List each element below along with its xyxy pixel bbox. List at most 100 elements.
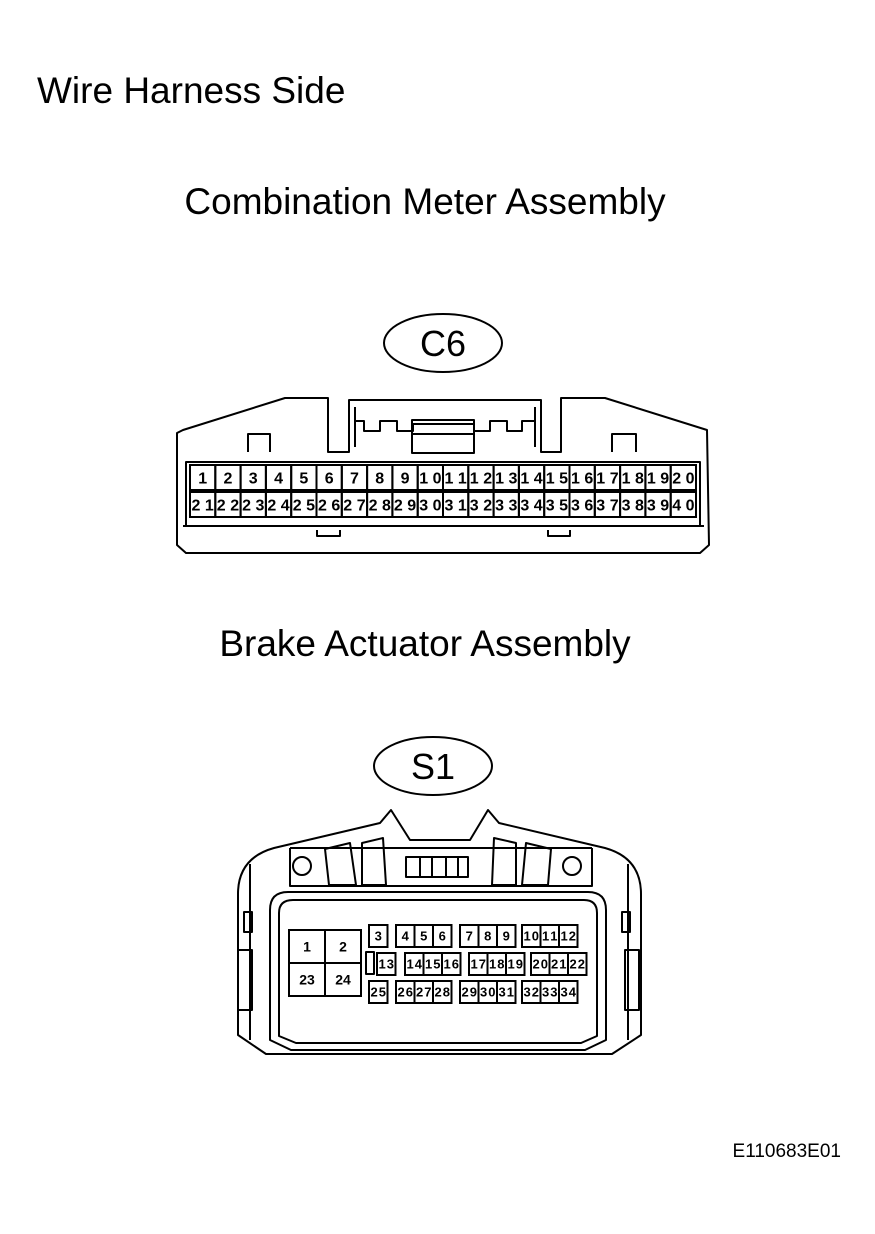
pin-number: 14: [520, 470, 542, 487]
pin-number: 8: [484, 929, 491, 944]
pin-number: 27: [416, 985, 432, 1000]
pin-number: 31: [445, 497, 467, 514]
connector-pin: 9: [496, 924, 517, 948]
pin-number: 3: [375, 929, 382, 944]
connector-pin: 38: [619, 491, 647, 518]
connector-pin: 12: [467, 464, 495, 491]
pin-number: 30: [419, 497, 441, 514]
connector-pin: 10: [416, 464, 445, 491]
connector-pin: 2: [324, 929, 362, 964]
connector-pin: 7: [340, 464, 369, 491]
connector-pin: 22: [567, 952, 588, 976]
pin-number: 12: [470, 470, 492, 487]
pin-cavity: [324, 962, 362, 997]
pin-cavity: [376, 952, 397, 976]
pin-number: 24: [267, 497, 289, 514]
connector-pin: 27: [413, 980, 434, 1004]
pin-number: 24: [335, 972, 351, 988]
pin-number: 34: [520, 497, 542, 514]
pin-cavity: [368, 980, 389, 1004]
pin-number: 20: [533, 957, 549, 972]
connector-pin: 1: [189, 464, 217, 491]
pin-number: 2: [223, 470, 232, 487]
connector-pin: 28: [366, 491, 394, 518]
pin-number: 1: [198, 470, 207, 487]
connector-pin: 12: [558, 924, 579, 948]
pin-number: 5: [420, 929, 427, 944]
connector-s1-title: Brake Actuator Assembly: [219, 623, 631, 664]
pin-cavity: [441, 952, 462, 976]
connector-pin: 16: [441, 952, 462, 976]
pin-number: 31: [499, 985, 515, 1000]
connector-pin: 32: [521, 980, 542, 1004]
pin-number: 23: [299, 972, 315, 988]
pin-number: 17: [596, 470, 618, 487]
connector-pin: 4: [395, 924, 416, 948]
pin-number: 18: [489, 957, 505, 972]
pin-number: 26: [318, 497, 340, 514]
pin-number: 30: [480, 985, 496, 1000]
connector-pin: 30: [477, 980, 498, 1004]
connector-pin: 40: [669, 491, 698, 518]
pin-number: 23: [242, 497, 264, 514]
connector-pin: 31: [496, 980, 517, 1004]
connector-pin: 37: [593, 491, 622, 518]
connector-c6-title: Combination Meter Assembly: [184, 181, 666, 222]
connector-pin: 5: [413, 924, 434, 948]
connector-pin: 28: [432, 980, 453, 1004]
pin-cavity: [496, 924, 517, 948]
pin-number: 34: [561, 985, 577, 1000]
connector-pin: 18: [619, 464, 647, 491]
pin-cavity: [505, 952, 526, 976]
pin-number: 5: [299, 470, 308, 487]
pin-number: 26: [398, 985, 414, 1000]
connector-pin: 19: [644, 464, 672, 491]
connector-pin: 10: [521, 924, 542, 948]
pin-number: 32: [524, 985, 540, 1000]
connector-pin: 17: [593, 464, 622, 491]
connector-c6-housing: [176, 313, 710, 554]
pin-cavity: [567, 952, 588, 976]
connector-pin: 1: [288, 929, 326, 964]
connector-pin: 15: [543, 464, 571, 491]
connector-pin: 20: [669, 464, 698, 491]
pin-cavity: [558, 980, 579, 1004]
connector-c6-badge: [383, 313, 503, 373]
connector-pin: 33: [539, 980, 560, 1004]
pin-number: 10: [419, 470, 441, 487]
pin-number: 7: [350, 470, 359, 487]
connector-pin: 13: [376, 952, 397, 976]
pin-number: 21: [551, 957, 567, 972]
connector-pin: 16: [568, 464, 596, 491]
connector-pin: 9: [391, 464, 419, 491]
connector-pin: 21: [548, 952, 569, 976]
connector-pin: 17: [468, 952, 489, 976]
pin-number: 27: [343, 497, 365, 514]
pin-cavity: [496, 980, 517, 1004]
pin-number: 40: [672, 497, 694, 514]
connector-pin: 8: [477, 924, 498, 948]
pin-number: 19: [508, 957, 524, 972]
pin-number: 28: [435, 985, 451, 1000]
pin-number: 15: [425, 957, 441, 972]
pin-number: 20: [672, 470, 694, 487]
pin-number: 38: [622, 497, 644, 514]
view-title: Wire Harness Side: [37, 70, 346, 111]
pin-cavity: [432, 980, 453, 1004]
pin-cavity: [669, 491, 698, 518]
connector-pin: 30: [416, 491, 445, 518]
pin-number: 9: [401, 470, 410, 487]
pin-number: 22: [570, 957, 586, 972]
connector-pin: 36: [568, 491, 596, 518]
connector-pin: 3: [368, 924, 389, 948]
pin-number: 32: [470, 497, 492, 514]
connector-pin: 18: [486, 952, 507, 976]
pin-number: 4: [274, 470, 283, 487]
pin-number: 25: [371, 985, 387, 1000]
connector-pin: 24: [324, 962, 362, 997]
pin-number: 22: [217, 497, 239, 514]
connector-pin: 20: [530, 952, 551, 976]
pin-number: 7: [466, 929, 473, 944]
